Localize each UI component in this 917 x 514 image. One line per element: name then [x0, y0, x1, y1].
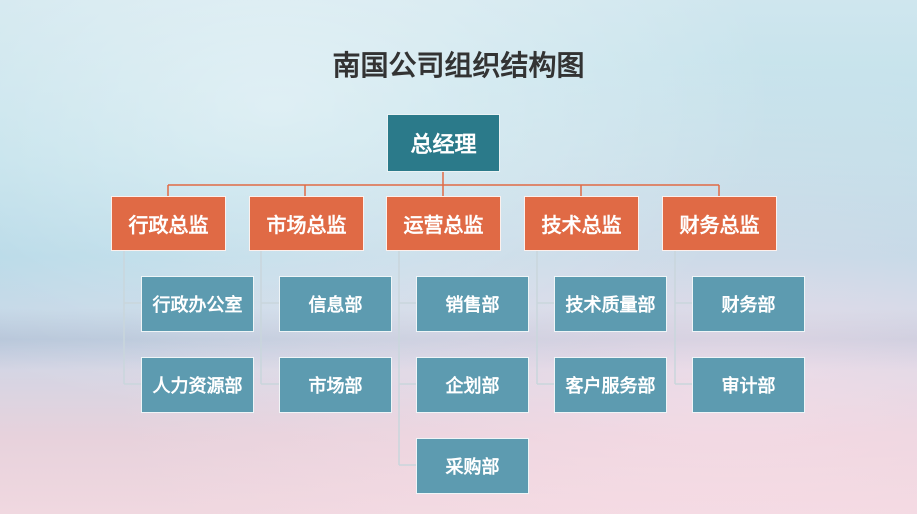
dept-sales-box: 销售部 — [416, 276, 529, 332]
dept-information-box: 信息部 — [279, 276, 392, 332]
dept-customer-service-box: 客户服务部 — [554, 357, 667, 413]
dept-audit-box: 审计部 — [692, 357, 805, 413]
dept-planning-box: 企划部 — [416, 357, 529, 413]
director-marketing-box: 市场总监 — [249, 196, 364, 251]
dept-tech-quality-box: 技术质量部 — [554, 276, 667, 332]
director-technology-box: 技术总监 — [524, 196, 639, 251]
page-title: 南国公司组织结构图 — [332, 49, 585, 82]
dept-admin-office-box: 行政办公室 — [141, 276, 254, 332]
director-finance-box: 财务总监 — [662, 196, 777, 251]
dept-finance-box: 财务部 — [692, 276, 805, 332]
dept-marketing-box: 市场部 — [279, 357, 392, 413]
dept-hr-box: 人力资源部 — [141, 357, 254, 413]
director-admin-box: 行政总监 — [111, 196, 226, 251]
dept-procurement-box: 采购部 — [416, 438, 529, 494]
director-operations-box: 运营总监 — [386, 196, 501, 251]
general-manager-box: 总经理 — [387, 114, 500, 172]
